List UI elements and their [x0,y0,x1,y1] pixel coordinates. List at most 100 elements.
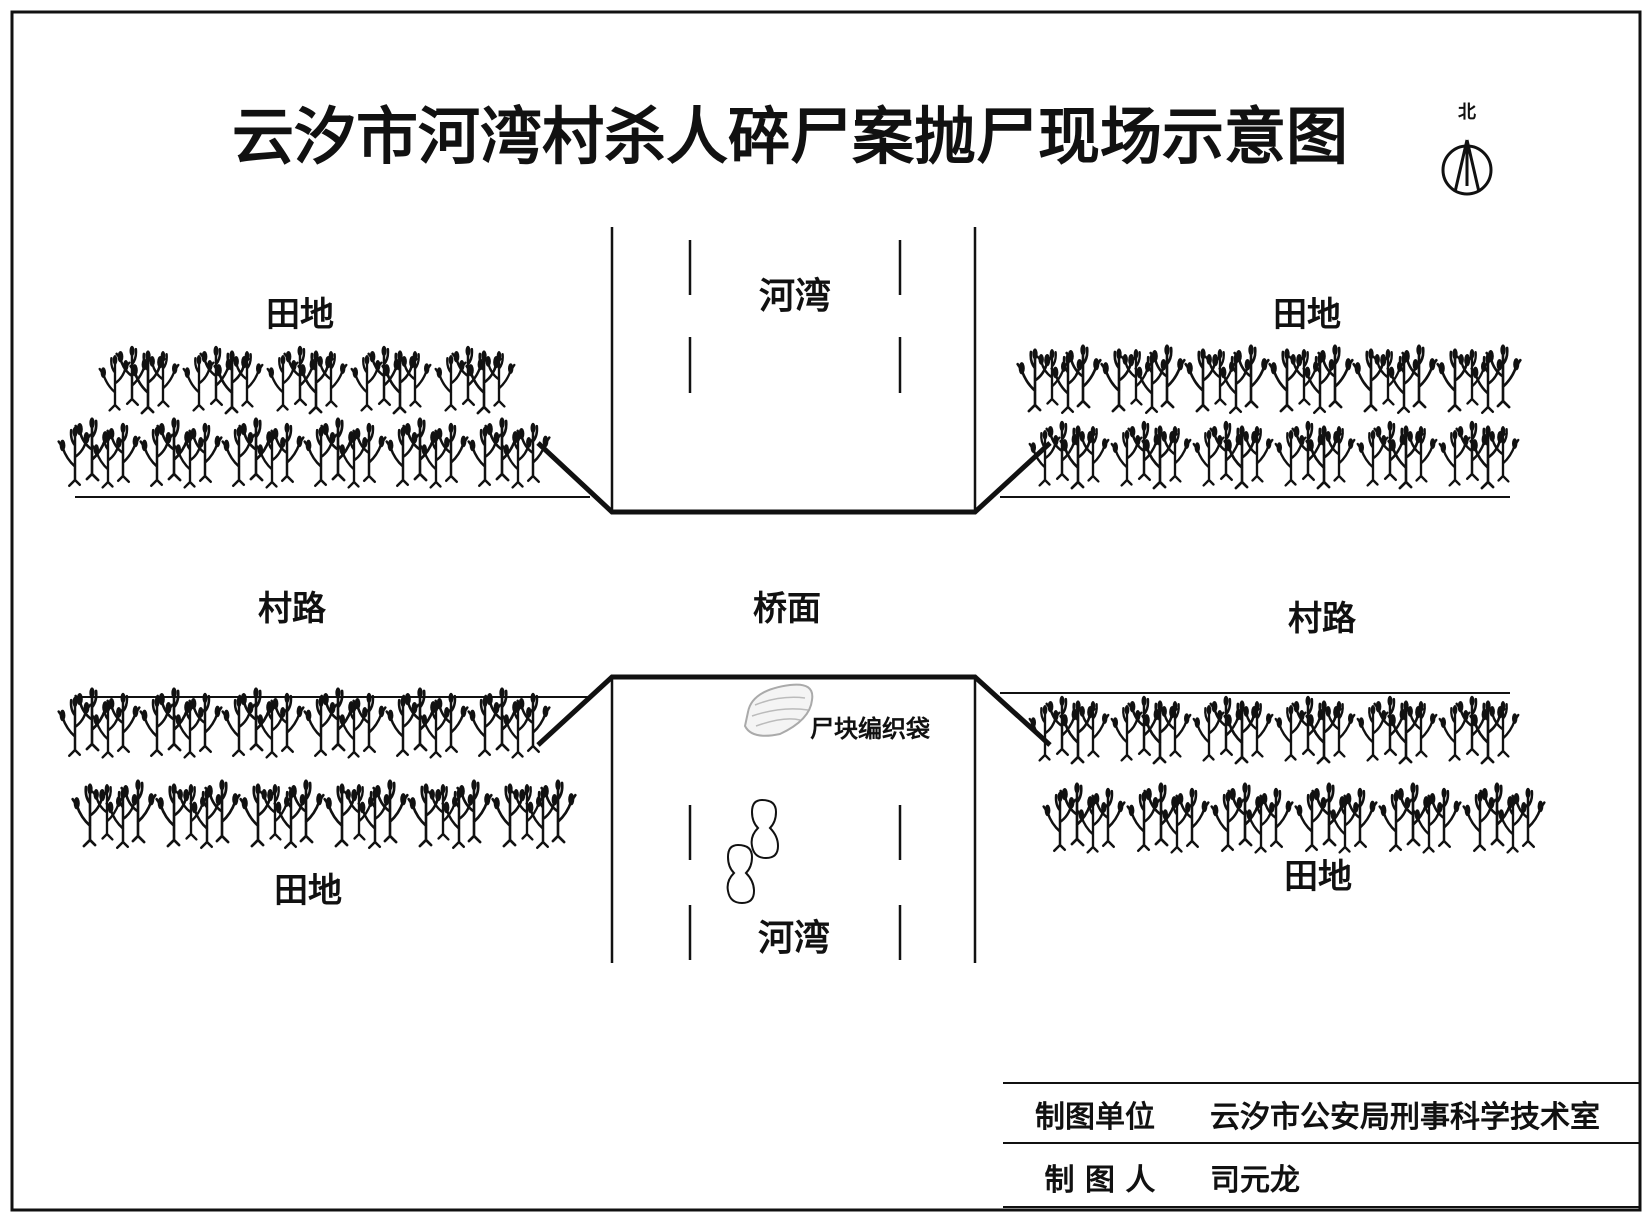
crop-plant-icon [259,782,292,841]
crop-cluster [1274,419,1356,490]
crop-plant-icon [1192,703,1225,762]
crop-plant-icon [456,778,493,844]
crop-cluster [1436,343,1522,415]
crop-cluster [1352,343,1438,415]
crop-cluster [1210,781,1294,854]
crop-plant-icon [1065,343,1102,409]
crop-plant-icon [1184,347,1221,413]
crop-plant-icon [467,695,502,758]
crop-plant-icon [1356,428,1389,487]
crop-plant-icon [1100,347,1137,413]
crop-plant-icon [1016,347,1053,413]
crop-plant-icon [427,782,460,841]
crop-plant-icon [1042,790,1077,853]
crop-cluster [1110,419,1192,490]
crop-cluster [98,344,180,415]
crop-plant-icon [1456,347,1489,406]
crop-plant-icon [175,782,208,841]
crop-cluster [57,416,141,489]
crop-plant-icon [352,421,387,484]
crop-plant-icon [352,691,387,754]
crop-cluster [1462,781,1546,854]
crop-cluster [1028,694,1110,765]
crop-plant-icon [1395,781,1432,847]
crop-plant-icon [221,695,256,758]
crop-plant-icon [270,691,305,754]
crop-plant-icon [71,782,108,848]
river-banks [610,227,977,963]
outer-frame [10,10,1642,1212]
crop-cluster [1378,781,1462,854]
crop-plant-icon [288,778,325,844]
info-value-author: 司元龙 [1210,1163,1300,1198]
crop-cluster [1126,781,1210,854]
crop-cluster [434,344,516,415]
crop-plant-icon [182,353,215,412]
label-field-bottom-right: 田地 [1284,857,1352,897]
crop-plant-icon [1343,786,1378,849]
crop-plant-icon [484,416,521,482]
crop-plant-icon [188,691,223,754]
crop-plant-icon [1436,347,1473,413]
crop-plant-icon [1274,703,1307,762]
crop-cluster [467,416,551,489]
crop-plant-icon [320,416,357,482]
crop-plant-icon [511,782,544,841]
crop-cluster [266,344,348,415]
crop-plant-icon [188,421,223,484]
crop-cluster [1100,343,1186,415]
crop-plant-icon [1352,347,1389,413]
crop-cluster [491,778,577,850]
river-dashes [688,240,902,960]
crop-plant-icon [204,778,241,844]
info-table: 制图单位 云汐市公安局刑事科学技术室 制 图 人 司元龙 [1003,1082,1640,1208]
crop-plant-icon [1274,428,1307,487]
evidence-bag-icon [743,683,814,737]
label-river-top: 河湾 [759,275,831,317]
crop-plant-icon [1110,428,1143,487]
crop-plant-icon [91,782,124,841]
crop-plant-icon [1110,703,1143,762]
crop-plant-icon [1204,347,1237,406]
label-evidence-bag: 尸块编织袋 [810,715,931,743]
crop-plant-icon [1259,786,1294,849]
crop-plant-icon [1059,781,1096,847]
crop-plant-icon [1427,786,1462,849]
label-field-top-right: 田地 [1273,295,1341,335]
crop-plant-icon [343,782,376,841]
north-label: 北 [1458,102,1476,123]
crop-plant-icon [106,421,141,484]
crop-plant-icon [221,425,256,488]
crop-plant-icon [385,695,420,758]
crop-cluster [239,778,325,850]
crop-plant-icon [57,425,92,488]
crop-cluster [155,778,241,850]
crop-plant-icon [1462,790,1497,853]
crop-plant-icon [1120,347,1153,406]
crop-plant-icon [1294,790,1329,853]
crop-plant-icon [1233,343,1270,409]
crop-plant-icon [385,425,420,488]
crop-plant-icon [98,353,131,412]
crop-plant-icon [491,782,528,848]
crop-plant-icon [266,353,299,412]
crop-plant-icon [1091,786,1126,849]
label-field-bottom-left: 田地 [274,871,342,911]
crop-plant-icon [1126,790,1161,853]
crop-plant-icon [1192,428,1225,487]
crop-plant-icon [1378,790,1413,853]
crop-plant-icon [1210,790,1245,853]
diagram-title: 云汐市河湾村杀人碎尸案抛尸现场示意图 [232,100,1348,173]
crop-cluster [1356,419,1438,490]
crop-plant-icon [156,416,193,482]
crop-plant-icon [120,778,157,844]
crop-plant-icon [434,421,469,484]
crop-plant-icon [1317,343,1354,409]
crop-plant-icon [1438,703,1471,762]
label-river-bottom: 河湾 [758,917,830,959]
crop-plant-icon [74,416,111,482]
crop-plant-icon [402,416,439,482]
crop-cluster [1356,694,1438,765]
crop-plant-icon [407,782,444,848]
